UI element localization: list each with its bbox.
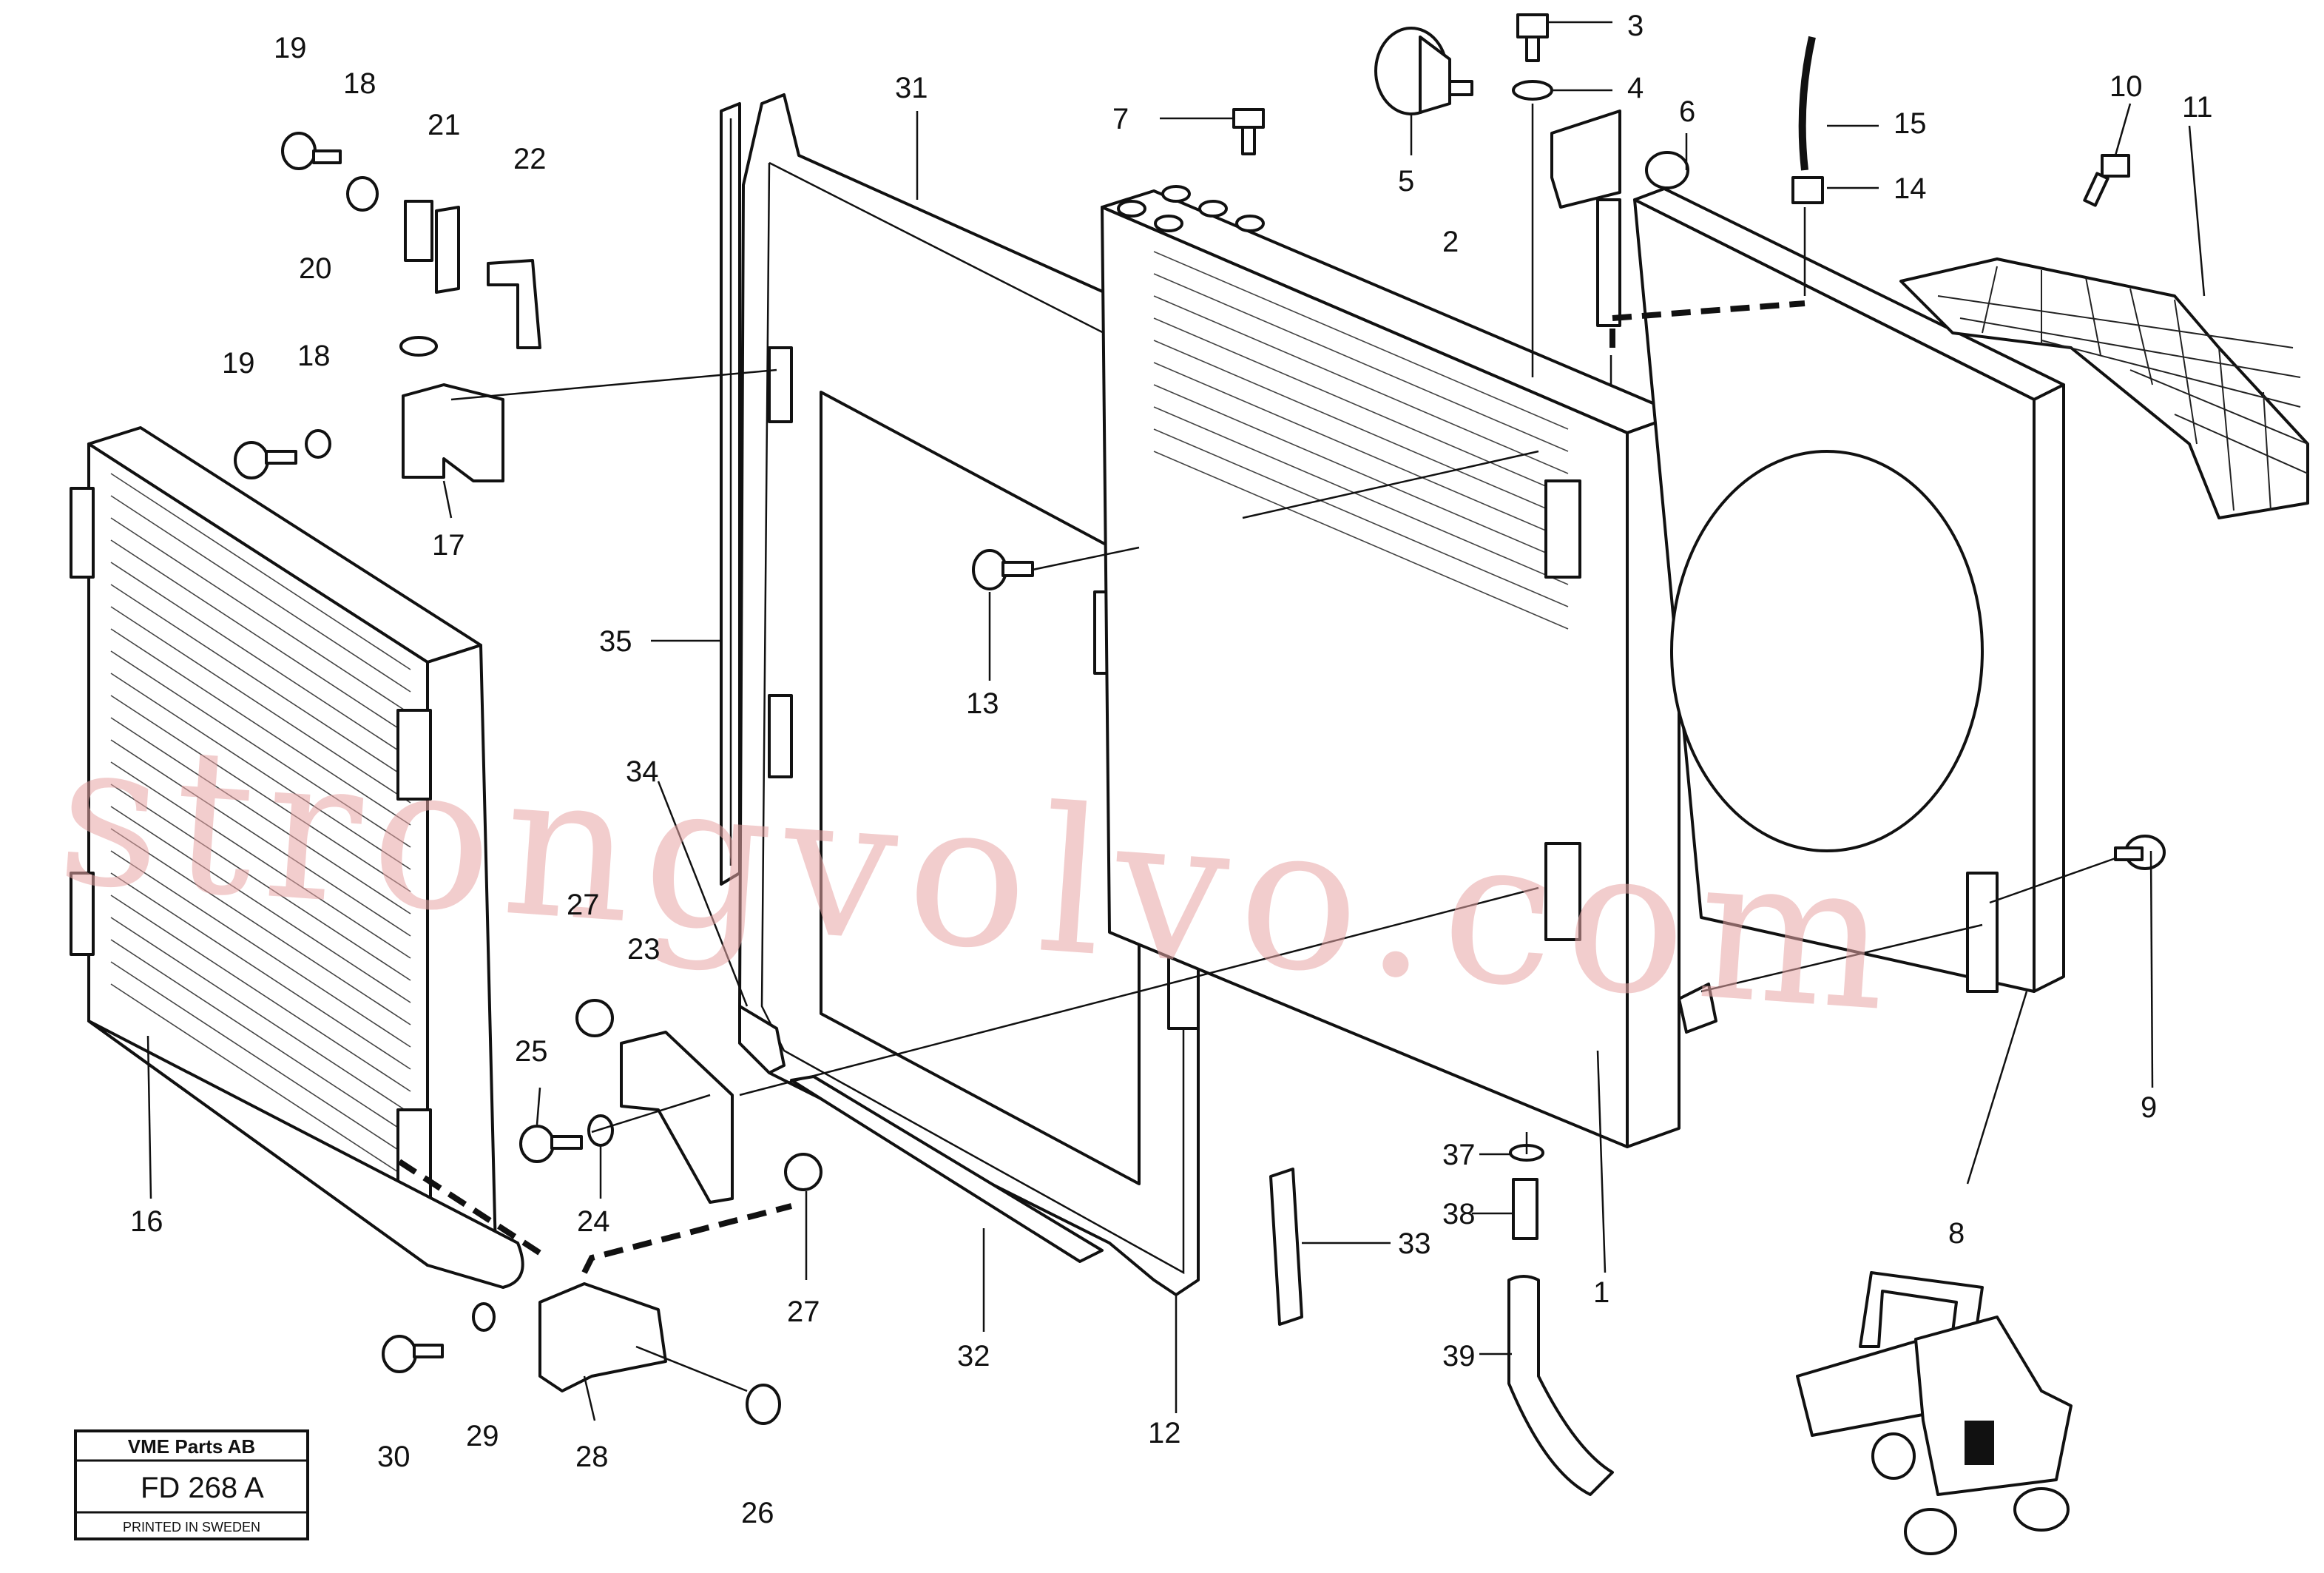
part-31-shroud: [738, 93, 1244, 1296]
callout-27-upper: 27: [567, 889, 600, 921]
part-15-hose: [1798, 36, 1816, 171]
part-19-bolt: [234, 132, 342, 479]
callout-18-lower: 18: [297, 340, 331, 372]
part-2-bracket: [1550, 110, 1621, 209]
radiator-filler-caps: [1117, 185, 1265, 232]
part-34-clip: [738, 1005, 786, 1074]
part-20-washer: [399, 336, 438, 357]
part-3-bolt: [1516, 13, 1549, 62]
callout-10: 10: [2109, 70, 2143, 103]
callout-32: 32: [957, 1340, 990, 1372]
title-block-company: VME Parts AB: [128, 1435, 255, 1458]
callout-19-lower: 19: [222, 347, 255, 380]
part-10-bolt: [2083, 154, 2130, 207]
callout-21: 21: [428, 109, 461, 141]
callout-6: 6: [1679, 95, 1695, 128]
callout-33: 33: [1398, 1227, 1431, 1260]
callout-26: 26: [741, 1497, 774, 1529]
part-11-fan-guard: [1899, 257, 2309, 519]
callout-22: 22: [513, 143, 547, 175]
callout-5: 5: [1398, 165, 1414, 198]
radiator-fins: [1153, 251, 1569, 630]
callout-4: 4: [1627, 72, 1644, 104]
callout-24: 24: [577, 1205, 610, 1238]
callout-12: 12: [1148, 1417, 1181, 1449]
callout-34: 34: [626, 755, 659, 788]
part-14-fitting: [1791, 176, 1824, 204]
part-7-bolt: [1232, 108, 1265, 155]
callout-15: 15: [1894, 107, 1927, 140]
part-28-latch: [538, 1282, 667, 1392]
part-25-bolt: [519, 1125, 583, 1163]
callout-labels: 1 2 3 4 5 6 7 8 9 10 11 12 13 14 15 16 1…: [130, 10, 2213, 1529]
part-9-bolt: [2114, 835, 2166, 870]
cooler-fins: [110, 473, 411, 1181]
callout-7: 7: [1112, 103, 1129, 135]
callout-20: 20: [299, 252, 332, 285]
explode-lines: [397, 104, 2116, 1274]
part-22-bracket: [487, 259, 541, 349]
part-33-strip: [1269, 1168, 1303, 1326]
part-18-washer: [305, 176, 379, 459]
part-1-radiator: [1101, 185, 1717, 1148]
callout-18-upper: 18: [343, 67, 376, 100]
part-8-fan-shroud: [1596, 187, 2065, 993]
part-5-sensor: [1374, 27, 1473, 115]
callout-1: 1: [1593, 1276, 1609, 1309]
callout-13: 13: [966, 687, 999, 720]
callout-27-lower: 27: [787, 1296, 820, 1328]
callout-2: 2: [1442, 226, 1459, 258]
part-38-fitting: [1512, 1178, 1538, 1240]
callout-11: 11: [2182, 91, 2213, 124]
callout-28: 28: [575, 1441, 609, 1473]
part-27-nuts: [575, 999, 822, 1191]
callout-19-upper: 19: [274, 32, 307, 64]
loader-machine-icon: [1796, 1271, 2073, 1555]
callout-9: 9: [2141, 1091, 2157, 1124]
callout-29: 29: [466, 1420, 499, 1452]
callout-17: 17: [432, 529, 465, 562]
part-4-washer: [1512, 80, 1553, 101]
part-6-nut: [1645, 151, 1689, 189]
callout-8: 8: [1948, 1217, 1965, 1250]
callout-31: 31: [895, 72, 928, 104]
callout-23: 23: [627, 933, 661, 966]
part-13-bolt: [972, 549, 1034, 590]
part-29-washer: [472, 1302, 496, 1332]
part-16-cooler: [70, 426, 524, 1289]
part-23-bracket: [620, 1031, 734, 1204]
callout-38: 38: [1442, 1198, 1476, 1230]
part-30-bolt: [382, 1335, 444, 1373]
callout-leaders: [146, 21, 2206, 1421]
title-block: VME Parts AB FD 268 A PRINTED IN SWEDEN: [74, 1429, 309, 1540]
title-block-drawing-number: FD 268 A: [141, 1472, 264, 1504]
small-parts: [234, 13, 2166, 1496]
callout-16: 16: [130, 1205, 163, 1238]
callout-35: 35: [599, 625, 632, 658]
fan-guard-mesh: [1937, 266, 2308, 511]
callout-39: 39: [1442, 1340, 1476, 1372]
callout-37: 37: [1442, 1139, 1476, 1171]
part-17-hinge: [402, 383, 504, 482]
callout-14: 14: [1894, 172, 1927, 205]
part-26-bolt: [746, 1384, 781, 1425]
callout-3: 3: [1627, 10, 1644, 42]
part-24-washer: [587, 1114, 614, 1147]
part-21-hinge-pin: [404, 200, 460, 294]
callout-30: 30: [377, 1441, 411, 1473]
part-39-hose: [1507, 1275, 1614, 1496]
callout-25: 25: [515, 1035, 548, 1068]
title-block-printed: PRINTED IN SWEDEN: [123, 1520, 260, 1535]
part-35-seal-strip: [720, 102, 741, 886]
